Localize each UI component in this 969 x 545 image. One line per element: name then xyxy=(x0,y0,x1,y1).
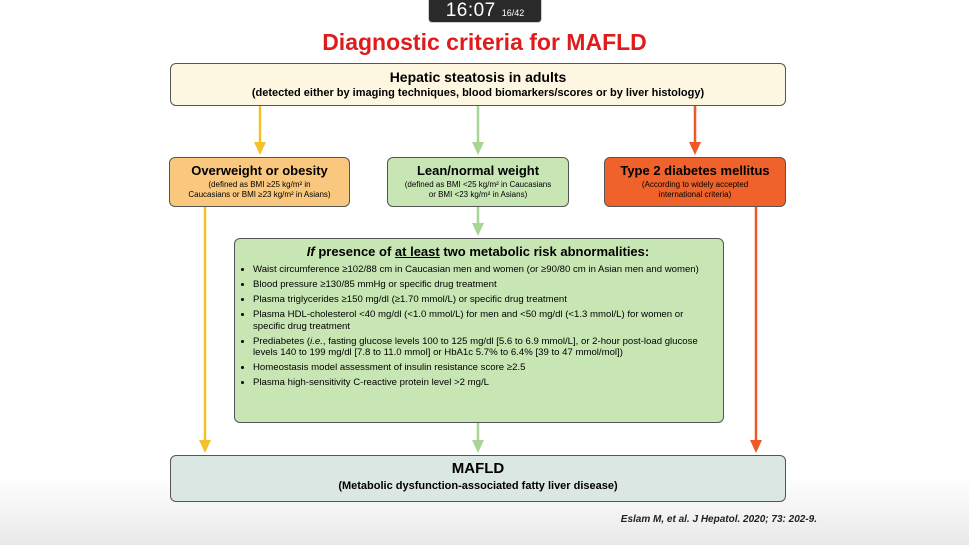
slide-counter: 16/42 xyxy=(501,8,525,18)
overweight-box: Overweight or obesity (defined as BMI ≥2… xyxy=(169,157,350,207)
criteria-item-waist: Waist circumference ≥102/88 cm in Caucas… xyxy=(253,264,715,276)
t2d-title: Type 2 diabetes mellitus xyxy=(620,163,770,178)
lean-box: Lean/normal weight (defined as BMI <25 k… xyxy=(387,157,569,207)
prediabetes-ie: i.e. xyxy=(310,335,323,347)
criteria-box: If presence of at least two metabolic ri… xyxy=(234,238,724,423)
overweight-definition-line2: Caucasians or BMI ≥23 kg/m² in Asians) xyxy=(188,190,331,199)
t2d-definition: (According to widely accepted internatio… xyxy=(605,180,785,200)
left-arrows xyxy=(199,106,266,453)
lean-title: Lean/normal weight xyxy=(416,163,540,178)
prediabetes-rest: , fasting glucose levels 100 to 125 mg/d… xyxy=(253,335,698,359)
criteria-list: Waist circumference ≥102/88 cm in Caucas… xyxy=(241,264,715,389)
criteria-heading: If presence of at least two metabolic ri… xyxy=(306,244,650,259)
mafld-heading: MAFLD xyxy=(451,460,505,477)
criteria-heading-mid: presence of xyxy=(314,244,395,259)
criteria-item-blood-pressure: Blood pressure ≥130/85 mmHg or specific … xyxy=(253,279,715,291)
criteria-item-homa: Homeostasis model assessment of insulin … xyxy=(253,362,715,374)
t2d-box: Type 2 diabetes mellitus (According to w… xyxy=(604,157,786,207)
criteria-item-prediabetes: Prediabetes (i.e., fasting glucose level… xyxy=(253,336,715,359)
criteria-item-hdl: Plasma HDL-cholesterol <40 mg/dl (<1.0 m… xyxy=(253,309,715,332)
center-arrows xyxy=(472,106,484,453)
t2d-definition-line2: international criteria) xyxy=(658,190,732,199)
lean-definition-line2: or BMI <23 kg/m² in Asians) xyxy=(428,190,528,199)
lean-definition-line1: (defined as BMI <25 kg/m² in Caucasians xyxy=(404,180,552,189)
right-arrows xyxy=(689,106,762,453)
criteria-heading-end: two metabolic risk abnormalities xyxy=(439,244,645,259)
slide-title: Diagnostic criteria for MAFLD xyxy=(322,29,647,55)
mafld-box: MAFLD (Metabolic dysfunction-associated … xyxy=(170,455,786,502)
criteria-heading-underlined: at least xyxy=(394,244,440,259)
criteria-item-triglycerides: Plasma triglycerides ≥150 mg/dl (≥1.70 m… xyxy=(253,294,715,306)
lean-definition: (defined as BMI <25 kg/m² in Caucasians … xyxy=(388,180,568,200)
citation: Eslam M, et al. J Hepatol. 2020; 73: 202… xyxy=(620,514,817,525)
steatosis-box: Hepatic steatosis in adults (detected ei… xyxy=(170,63,786,106)
prediabetes-start: Prediabetes ( xyxy=(253,335,311,347)
steatosis-heading: Hepatic steatosis in adults xyxy=(389,69,567,85)
mafld-subtext: (Metabolic dysfunction-associated fatty … xyxy=(338,480,618,492)
timer-time: 16:07 xyxy=(445,0,496,21)
t2d-definition-line1: (According to widely accepted xyxy=(641,180,749,189)
presentation-timer: 16:07 16/42 xyxy=(428,0,542,23)
steatosis-subtext: (detected either by imaging techniques, … xyxy=(251,87,705,99)
criteria-item-crp: Plasma high-sensitivity C-reactive prote… xyxy=(253,377,715,389)
overweight-title: Overweight or obesity xyxy=(191,163,328,178)
overweight-definition: (defined as BMI ≥25 kg/m² in Caucasians … xyxy=(170,180,349,200)
criteria-heading-if: If xyxy=(306,244,315,259)
overweight-definition-line1: (defined as BMI ≥25 kg/m² in xyxy=(208,180,311,189)
